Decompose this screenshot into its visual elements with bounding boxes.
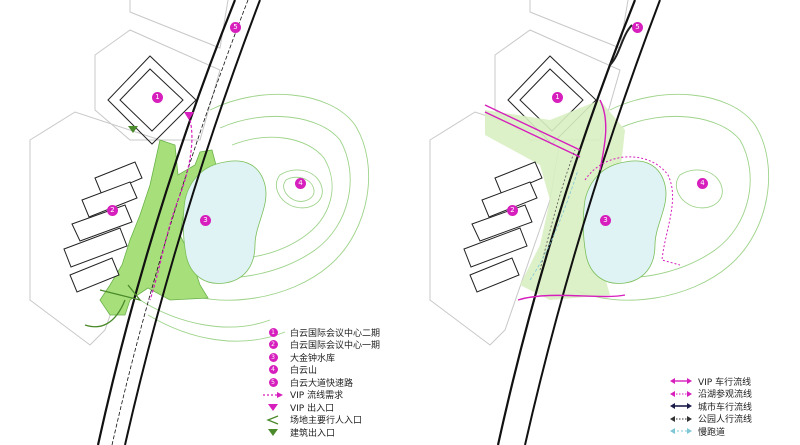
vip-flow-demand-icon	[263, 391, 283, 398]
marker-5: 5	[230, 22, 241, 33]
legend-left-row: 场地主要行人入口	[262, 414, 380, 427]
marker-3-right: 3	[600, 215, 611, 226]
buildings-phase-1	[63, 161, 143, 293]
legend-right-row: VIP 车行流线	[670, 375, 752, 388]
num-marker-icon: 4	[268, 365, 278, 375]
vip-car-flow	[484, 99, 626, 301]
legend-label: VIP 流线需求	[290, 391, 344, 402]
city-car-flow-icon	[670, 403, 692, 410]
expressway-right	[496, 0, 661, 445]
building-entrance-icon	[268, 428, 278, 436]
green-plaza	[99, 139, 217, 316]
legend-label: 建筑出入口	[290, 428, 336, 439]
legend-left-row: VIP 流线需求	[262, 389, 380, 402]
jogging-track-icon	[670, 428, 692, 435]
legend-right-row: 公园人行流线	[670, 413, 753, 426]
num-marker-icon: 2	[268, 340, 278, 350]
legend-left-row: 建筑出入口	[262, 426, 380, 439]
lake	[182, 160, 267, 284]
marker-1-right: 1	[552, 92, 563, 103]
legend-left-row: 3 大金钟水库	[262, 351, 380, 364]
legend-label: 场地主要行人入口	[290, 416, 363, 427]
lake-tour-flow-icon	[670, 390, 692, 397]
legend-label: 沿湖参观流线	[698, 390, 753, 401]
legend-left-row: 2 白云国际会议中心一期	[262, 339, 381, 352]
legend-right: VIP 车行流线 沿湖参观流线 城市车行流线 公园人行流线 慢跑道	[670, 375, 752, 438]
vip-flow-demand	[149, 119, 193, 301]
legend-right-row: 城市车行流线	[670, 400, 752, 413]
park-ped-flow-icon	[670, 415, 692, 422]
legend-right-row: 慢跑道	[670, 425, 752, 438]
legend-left-row: 5 白云大道快速路	[262, 376, 380, 389]
num-marker-icon: 3	[268, 352, 278, 362]
pedestrian-entrance-icon	[266, 415, 279, 425]
legend-left-row: 1 白云国际会议中心二期	[262, 326, 380, 339]
legend-left: 1 白云国际会议中心二期 2 白云国际会议中心一期 3 大金钟水库 4 白云山 5 白云大…	[262, 326, 380, 439]
legend-label: 白云国际会议中心一期	[290, 341, 381, 352]
legend-label: 城市车行流线	[698, 402, 753, 413]
jogging-track	[529, 169, 579, 281]
contour-lines	[139, 93, 370, 342]
contour-lines-right	[574, 93, 770, 301]
marker-3: 3	[200, 215, 211, 226]
building-entrances	[128, 126, 138, 133]
legend-label: 白云大道快速路	[290, 378, 354, 389]
left-site-diagram	[29, 0, 370, 445]
vip-entrances	[184, 112, 194, 120]
marker-4-right: 4	[697, 178, 708, 189]
legend-label: 公园人行流线	[698, 415, 753, 426]
lake-tour-flow	[584, 156, 681, 266]
legend-right-row: 沿湖参观流线	[670, 388, 753, 401]
legend-label: 白云国际会议中心二期	[290, 328, 381, 339]
legend-left-row: VIP 出入口	[262, 401, 380, 414]
marker-4: 4	[295, 178, 306, 189]
buildings-phase-1-right	[463, 161, 543, 293]
num-marker-icon: 5	[268, 377, 278, 387]
vip-entrance-icon	[268, 403, 278, 411]
marker-2: 2	[107, 205, 118, 216]
lake-right	[582, 160, 667, 284]
legend-label: 慢跑道	[698, 427, 726, 438]
city-car-flow-ramp	[609, 24, 633, 66]
legend-label: VIP 出入口	[290, 403, 335, 414]
marker-2-right: 2	[507, 205, 518, 216]
legend-label: 白云山	[290, 366, 318, 377]
marker-1: 1	[152, 92, 163, 103]
legend-label: 大金钟水库	[290, 353, 336, 364]
legend-label: VIP 车行流线	[698, 377, 752, 388]
vip-car-flow-icon	[670, 378, 692, 385]
pedestrian-entrance-arrow	[84, 284, 142, 328]
legend-left-row: 4 白云山	[262, 364, 380, 377]
marker-5-right: 5	[632, 22, 643, 33]
num-marker-icon: 1	[268, 327, 278, 337]
right-circulation-diagram	[429, 0, 770, 445]
